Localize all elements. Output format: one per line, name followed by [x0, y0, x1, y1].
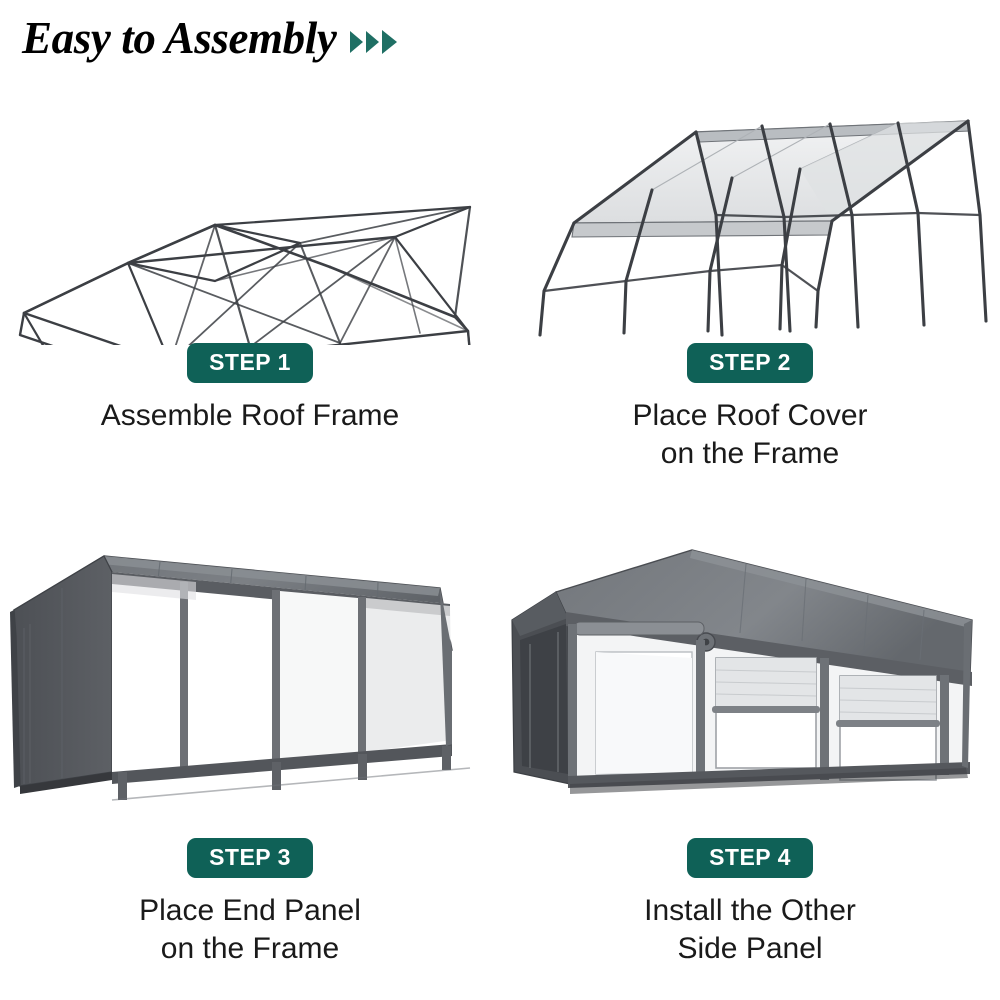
roof-cover-on-frame-illustration	[500, 95, 1000, 345]
step-3-caption-block: STEP 3 Place End Panel on the Frame	[0, 838, 500, 969]
roof-frame-skeleton-illustration	[0, 95, 500, 345]
step-card-4: STEP 4 Install the Other Side Panel	[500, 500, 1000, 965]
step-1-badge: STEP 1	[187, 343, 313, 383]
step-4-text: Install the Other Side Panel	[644, 894, 856, 966]
carport-with-side-panel-windows-illustration	[500, 500, 1000, 830]
step-3-text: Place End Panel on the Frame	[139, 894, 361, 966]
step-card-3: STEP 3 Place End Panel on the Frame	[0, 500, 500, 965]
step-4-badge: STEP 4	[687, 838, 813, 878]
step-2-caption-block: STEP 2 Place Roof Cover on the Frame	[500, 343, 1000, 474]
page-header: Easy to Assembly	[22, 13, 398, 63]
step-2-badge: STEP 2	[687, 343, 813, 383]
step-card-1: STEP 1 Assemble Roof Frame	[0, 95, 500, 535]
step-1-caption-block: STEP 1 Assemble Roof Frame	[0, 343, 500, 435]
step-3-badge: STEP 3	[187, 838, 313, 878]
page-title: Easy to Assembly	[22, 13, 337, 63]
carport-with-end-panel-illustration	[0, 500, 500, 830]
step-2-text: Place Roof Cover on the Frame	[632, 399, 868, 471]
triple-chevron-right-icon	[350, 29, 398, 54]
step-4-caption-block: STEP 4 Install the Other Side Panel	[500, 838, 1000, 969]
step-card-2: STEP 2 Place Roof Cover on the Frame	[500, 95, 1000, 535]
step-1-text: Assemble Roof Frame	[100, 399, 400, 432]
